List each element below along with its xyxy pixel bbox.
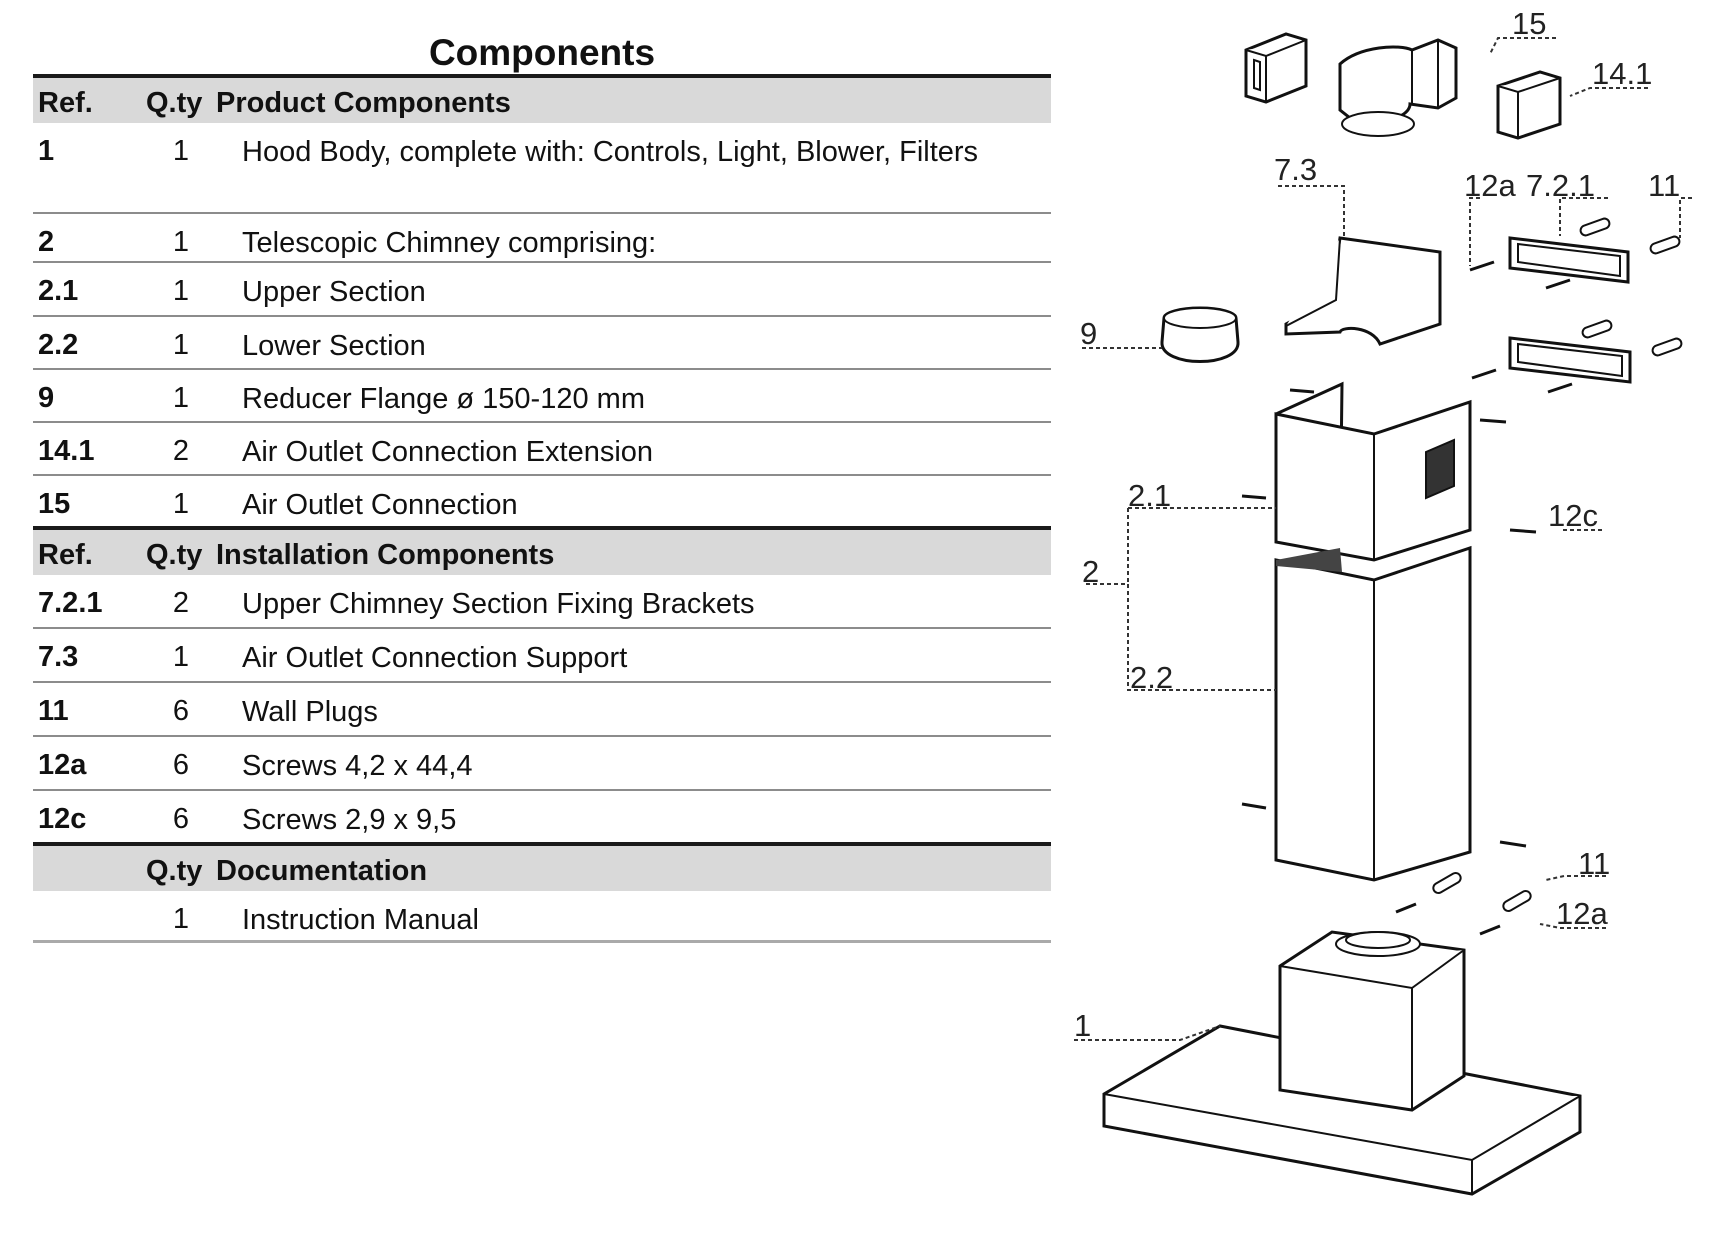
reducer-flange [1160, 306, 1240, 363]
table-row: 15 1 Air Outlet Connection [33, 476, 1051, 526]
ref-cell: 7.3 [38, 641, 79, 673]
desc-cell: Hood Body, complete with: Controls, Ligh… [242, 136, 979, 168]
ref-cell: 1 [38, 135, 55, 167]
desc-cell: Wall Plugs [242, 696, 378, 728]
upper-chimney-section [1274, 381, 1472, 562]
ref-cell: 7.2.1 [38, 587, 103, 619]
desc-cell: Instruction Manual [242, 904, 479, 936]
qty-cell: 1 [172, 488, 190, 520]
leader-lines [1074, 37, 1692, 1041]
ref-cell: 2 [38, 226, 55, 258]
qty-cell: 2 [172, 587, 190, 619]
ref-cell: 12a [38, 749, 87, 781]
qty-cell: 6 [172, 803, 190, 835]
installation-section-header: Installation Components [216, 539, 555, 571]
documentation-section-header: Documentation [216, 855, 428, 887]
ref-cell: 2.2 [38, 329, 79, 361]
ref-cell: 14.1 [38, 435, 95, 467]
qty-cell: 1 [172, 226, 190, 258]
table-row: 1 Instruction Manual [33, 891, 1051, 943]
table-row: 11 6 Wall Plugs [33, 683, 1051, 737]
desc-cell: Lower Section [242, 330, 426, 362]
callout-14-1: 14.1 [1592, 56, 1652, 91]
callout-12a-top: 12a [1464, 168, 1516, 203]
table-row: 12a 6 Screws 4,2 x 44,4 [33, 737, 1051, 791]
callout-1: 1 [1074, 1008, 1091, 1043]
screw-icons [1241, 260, 1573, 936]
desc-cell: Screws 2,9 x 9,5 [242, 804, 457, 836]
qty-cell: 2 [172, 435, 190, 467]
table-row: 2.2 1 Lower Section [33, 317, 1051, 370]
qty-cell: 6 [172, 695, 190, 727]
ref-cell: 9 [38, 382, 55, 414]
table-row: 2.1 1 Upper Section [33, 263, 1051, 317]
documentation-header: Q.ty Documentation [33, 842, 1051, 891]
callout-7-2-1: 7.2.1 [1526, 168, 1595, 203]
lower-chimney-section [1274, 545, 1472, 882]
desc-cell: Upper Chimney Section Fixing Brackets [242, 588, 755, 620]
qty-cell: 6 [172, 749, 190, 781]
fixing-bracket-lower [1508, 336, 1632, 384]
qty-col-header: Q.ty [146, 539, 203, 571]
table-row: 7.2.1 2 Upper Chimney Section Fixing Bra… [33, 575, 1051, 629]
callout-7-3: 7.3 [1274, 152, 1317, 187]
exploded-diagram: 15 14.1 7.3 12a 7.2.1 11 9 2.1 2 12c 2.2… [1074, 6, 1692, 1196]
ref-cell: 11 [38, 695, 69, 727]
callout-11-top: 11 [1648, 168, 1680, 203]
callout-12a-bottom: 12a [1556, 896, 1608, 931]
extension-duct-left [1244, 32, 1308, 104]
hood-body [1102, 930, 1582, 1196]
desc-cell: Air Outlet Connection [242, 489, 518, 521]
air-outlet-connection [1338, 38, 1458, 137]
qty-cell: 1 [172, 329, 190, 361]
desc-cell: Screws 4,2 x 44,4 [242, 750, 473, 782]
qty-cell: 1 [172, 382, 190, 414]
table-row: 1 1 Hood Body, complete with: Controls, … [33, 123, 1051, 214]
extension-duct-right [1496, 70, 1562, 140]
ref-cell: 12c [38, 803, 87, 835]
qty-cell: 1 [172, 135, 190, 167]
desc-cell: Air Outlet Connection Extension [242, 436, 654, 468]
qty-col-header: Q.ty [146, 87, 203, 119]
ref-col-header: Ref. [38, 539, 93, 571]
air-outlet-support-bracket [1284, 236, 1442, 346]
callout-15: 15 [1512, 6, 1546, 41]
table-row: 2 1 Telescopic Chimney comprising: [33, 214, 1051, 263]
product-section-header: Product Components [216, 87, 511, 119]
ref-col-header: Ref. [38, 87, 93, 119]
product-header: Ref. Q.ty Product Components [33, 74, 1051, 123]
ref-cell: 2.1 [38, 275, 79, 307]
ref-cell: 15 [38, 488, 71, 520]
callout-11-bottom: 11 [1578, 846, 1610, 881]
components-title: Components [428, 32, 656, 73]
wall-plug-icons [1432, 217, 1683, 912]
table-row: 9 1 Reducer Flange ø 150-120 mm [33, 370, 1051, 423]
table-row: 14.1 2 Air Outlet Connection Extension [33, 423, 1051, 476]
table-row: 12c 6 Screws 2,9 x 9,5 [33, 791, 1051, 842]
qty-cell: 1 [172, 275, 190, 307]
qty-cell: 1 [172, 641, 190, 673]
desc-cell: Upper Section [242, 276, 426, 308]
callout-2-1: 2.1 [1128, 478, 1171, 513]
table-row: 7.3 1 Air Outlet Connection Support [33, 629, 1051, 683]
components-table: Ref. Q.ty Product Components 1 1 Hood Bo… [33, 74, 1051, 943]
desc-cell: Air Outlet Connection Support [242, 642, 628, 674]
callout-12c: 12c [1548, 498, 1598, 533]
callout-9: 9 [1080, 316, 1097, 351]
qty-col-header: Q.ty [146, 855, 203, 887]
desc-cell: Telescopic Chimney comprising: [242, 227, 657, 259]
qty-cell: 1 [172, 903, 190, 935]
callout-2-2: 2.2 [1130, 660, 1173, 695]
installation-header: Ref. Q.ty Installation Components [33, 526, 1051, 575]
callout-2: 2 [1082, 554, 1099, 589]
desc-cell: Reducer Flange ø 150-120 mm [242, 383, 645, 415]
fixing-bracket-upper [1508, 236, 1630, 284]
